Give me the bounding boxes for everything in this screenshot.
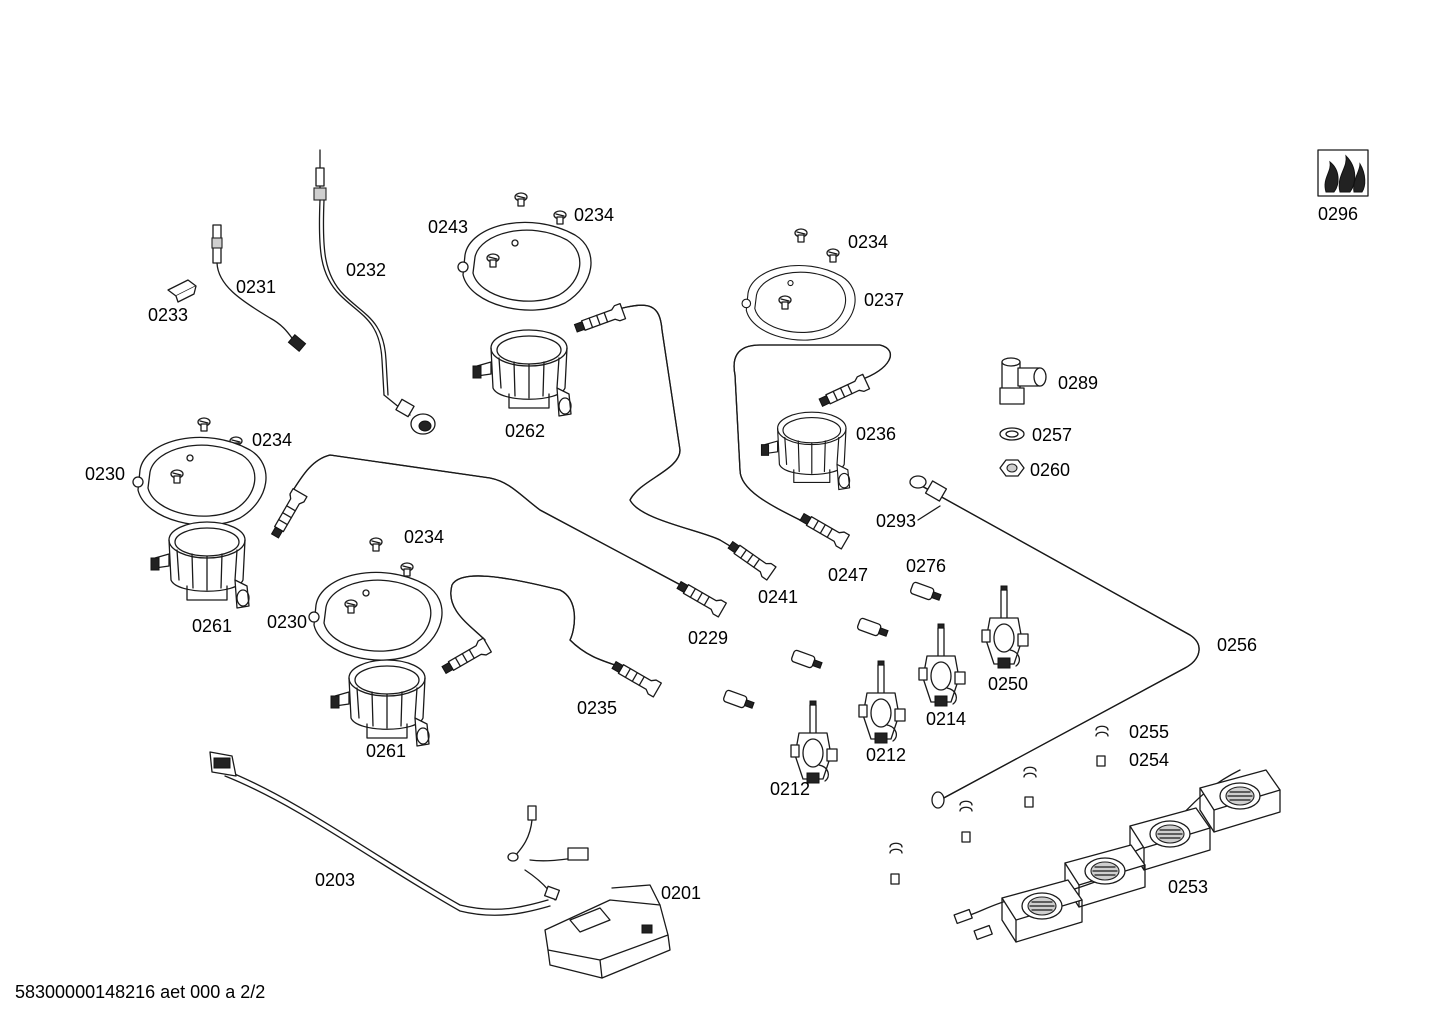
- gas-pipe-0247: [733, 344, 892, 550]
- label-0203: 0203: [315, 870, 355, 890]
- label-0255: 0255: [1129, 722, 1169, 742]
- label-0212: 0212: [770, 779, 810, 799]
- gas-pipe-0235: [439, 575, 662, 698]
- label-0247: 0247: [828, 565, 868, 585]
- label-0296: 0296: [1318, 204, 1358, 224]
- label-0293: 0293: [876, 511, 916, 531]
- label-0235: 0235: [577, 698, 617, 718]
- elbow-connector-part: [999, 357, 1047, 405]
- washer-part: [999, 427, 1025, 441]
- label-0243: 0243: [428, 217, 468, 237]
- label-0241: 0241: [758, 587, 798, 607]
- gas-pipe-0241: [572, 302, 777, 581]
- label-0234: 0234: [848, 232, 888, 252]
- label-0253: 0253: [1168, 877, 1208, 897]
- label-0234: 0234: [252, 430, 292, 450]
- label-0289: 0289: [1058, 373, 1098, 393]
- label-0233: 0233: [148, 305, 188, 325]
- ignition-electrode-part: [211, 224, 307, 353]
- gas-pipe-0229: [267, 454, 727, 618]
- part-labels: 0296 0234 0243 0234 0232 0231 0237 0233 …: [15, 204, 1358, 1002]
- label-0257: 0257: [1032, 425, 1072, 445]
- ignition-switch-harness: [953, 769, 1281, 943]
- wiring-harness-part: [209, 751, 589, 916]
- label-0231: 0231: [236, 277, 276, 297]
- clip-part: [167, 279, 197, 303]
- label-0262: 0262: [505, 421, 545, 441]
- label-0250: 0250: [988, 674, 1028, 694]
- label-0237: 0237: [864, 290, 904, 310]
- label-0276: 0276: [906, 556, 946, 576]
- label-0261: 0261: [366, 741, 406, 761]
- label-0230: 0230: [85, 464, 125, 484]
- label-0234: 0234: [574, 205, 614, 225]
- label-0214: 0214: [926, 709, 966, 729]
- spark-generator-part: [544, 884, 671, 979]
- leader-line: [917, 505, 941, 521]
- label-0201: 0201: [661, 883, 701, 903]
- label-0236: 0236: [856, 424, 896, 444]
- label-0230: 0230: [267, 612, 307, 632]
- label-0232: 0232: [346, 260, 386, 280]
- gas-symbol-icon: [1317, 149, 1369, 197]
- spring-parts: [890, 755, 1106, 885]
- label-0254: 0254: [1129, 750, 1169, 770]
- label-0261: 0261: [192, 616, 232, 636]
- label-0256: 0256: [1217, 635, 1257, 655]
- thermocouple-part: [313, 149, 436, 435]
- label-0234: 0234: [404, 527, 444, 547]
- document-footer-id: 58300000148216 aet 000 a 2/2: [15, 982, 265, 1002]
- label-0229: 0229: [688, 628, 728, 648]
- label-0260: 0260: [1030, 460, 1070, 480]
- gas-rail-part: [909, 475, 1200, 809]
- label-0212: 0212: [866, 745, 906, 765]
- nut-part: [999, 459, 1025, 477]
